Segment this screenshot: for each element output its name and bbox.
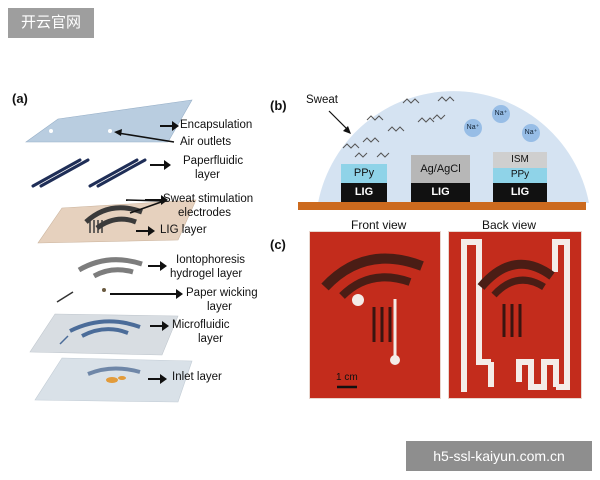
ppy-block-3: [493, 168, 547, 183]
label-air-outlets: Air outlets: [180, 136, 232, 148]
label-sweat-stimulation-1: Sweat stimulation: [163, 193, 254, 205]
arrow-paper-wicking: [110, 289, 183, 299]
electrode1-lig: LIG: [354, 186, 374, 198]
label-paper-wicking-1: Paper wicking: [186, 287, 258, 299]
hydrogel-arcs: [77, 257, 143, 279]
air-outlet-1: [49, 129, 53, 133]
paper-wicking-strip: [56, 291, 74, 303]
watermark-top: 开云官网: [8, 8, 94, 38]
na-ion-label-3: Na⁺: [524, 129, 538, 136]
substrate-bar: [298, 202, 586, 210]
electrode3-lig: LIG: [510, 186, 530, 198]
scale-bar-label: 1 cm: [336, 372, 358, 383]
lig-block-3: [493, 183, 547, 202]
arrow-iontophoresis: [148, 261, 167, 271]
label-inlet: Inlet layer: [172, 371, 222, 383]
electrode1-ppy: PPy: [353, 167, 375, 179]
photo-back-view: [448, 231, 582, 399]
na-ion-1: [492, 105, 510, 123]
watermark-bottom: h5-ssl-kaiyun.com.cn: [406, 441, 592, 471]
arrow-inlet: [148, 374, 167, 384]
label-front-view: Front view: [351, 218, 407, 232]
photo-front-view: 1 cm: [309, 231, 441, 399]
ism-block: [493, 152, 547, 168]
label-lig-layer: LIG layer: [160, 224, 207, 236]
encapsulation-layer: [25, 99, 193, 143]
analyte-molecules: [342, 96, 455, 158]
air-outlet-2: [108, 129, 112, 133]
lig-block-1: [341, 183, 387, 202]
label-microfluidic-1: Microfluidic: [172, 319, 230, 331]
label-sweat: Sweat: [306, 94, 338, 106]
electrode3-ism: ISM: [511, 154, 529, 165]
label-back-view: Back view: [482, 218, 537, 232]
inlet-openings: [87, 366, 141, 376]
label-sweat-stimulation-2: electrodes: [178, 207, 232, 219]
ppy-block-1: [341, 164, 387, 183]
arrow-microfluidic: [150, 321, 169, 331]
label-paper-wicking-2: layer: [207, 301, 232, 313]
electrode2-lig: LIG: [431, 186, 450, 198]
paperfluidic-strips: [31, 158, 147, 188]
label-paperfluidic-2: layer: [195, 169, 220, 181]
panel-a-letter: (a): [12, 91, 28, 106]
panel-b-letter: (b): [270, 98, 287, 113]
electrode2-agcl: Ag/AgCl: [420, 163, 461, 175]
na-ion-label-1: Na⁺: [494, 110, 508, 117]
electrode3-ppy: PPy: [510, 169, 530, 180]
lig-fingers: [89, 220, 103, 233]
arrow-lig-layer: [136, 226, 155, 236]
arrow-encapsulation: [160, 121, 179, 131]
na-ion-label-2: Na⁺: [466, 124, 480, 131]
panel-c-letter: (c): [270, 237, 286, 252]
lig-block-2: [411, 183, 470, 202]
arrow-paperfluidic: [150, 160, 171, 170]
label-iontophoresis-1: Iontophoresis: [176, 254, 246, 266]
arrow-sweat-stimulation: [145, 195, 168, 205]
label-microfluidic-2: layer: [198, 333, 223, 345]
label-paperfluidic-1: Paperfluidic: [183, 155, 244, 167]
microfluidic-layer: [29, 313, 179, 356]
na-ion-2: [464, 119, 482, 137]
back-view-patterns: [461, 239, 570, 392]
paper-wicking-dot: [102, 288, 106, 292]
label-encapsulation: Encapsulation: [180, 119, 253, 131]
na-ion-3: [522, 124, 540, 142]
label-iontophoresis-2: hydrogel layer: [170, 268, 243, 280]
agcl-block: [411, 155, 470, 183]
front-view-patterns: [321, 253, 424, 389]
microfluidic-channels: [69, 319, 141, 338]
